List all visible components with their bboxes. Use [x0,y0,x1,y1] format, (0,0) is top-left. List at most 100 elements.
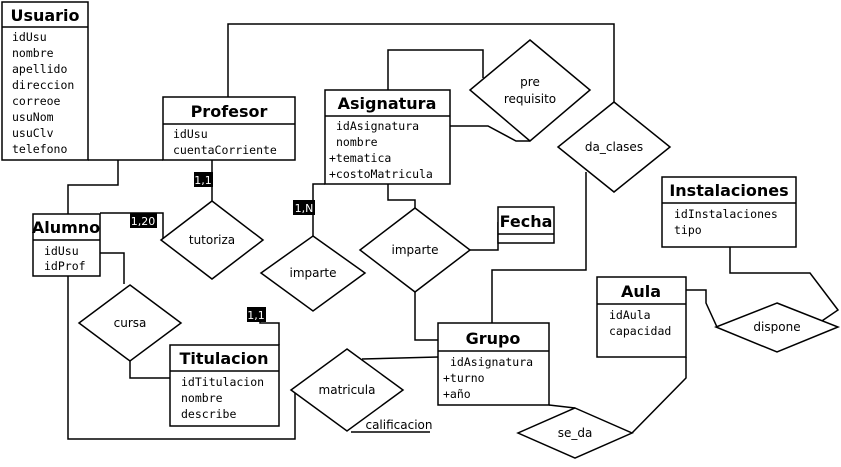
relationship-da-clases[interactable]: da_clases [556,101,672,193]
cardinality-asignatura-imparte: 1,N [293,200,315,215]
grupo-attr: +turno [443,371,485,385]
relationship-dispone[interactable]: dispone [713,302,841,353]
entity-grupo[interactable]: Grupo idAsignatura +turno +año [437,322,550,406]
prerequisito-label-line1: pre [520,75,540,89]
entity-instalaciones[interactable]: Instalaciones idInstalaciones tipo [661,176,797,248]
tutoriza-diamond[interactable] [159,200,265,280]
line-imparte-fecha [470,222,499,251]
usuario-attr: direccion [12,78,74,92]
cardinality-badge [194,172,213,187]
usuario-attr: apellido [12,62,67,76]
titulacion-attr: idTitulacion [181,375,264,389]
entity-usuario[interactable]: Usuario idUsu nombre apellido direccion … [1,1,89,161]
relationship-imparte-left[interactable]: imparte [259,235,367,312]
line-cursa-titulacion [129,360,170,379]
aula-attr: capacidad [609,324,671,338]
profesor-box[interactable] [162,96,296,161]
connector-lines [67,23,840,440]
fecha-box[interactable] [497,206,555,244]
asignatura-attr: +costoMatricula [329,167,433,181]
cardinality-badge [293,200,315,215]
asignatura-attr: nombre [336,135,378,149]
line-asignatura-imparte-left [312,183,325,236]
aula-title: Aula [621,282,661,301]
alumno-attr: idUsu [44,244,79,258]
matricula-label: matricula [319,383,376,397]
da-clases-label: da_clases [585,140,643,154]
imparte-left-diamond[interactable] [259,235,367,312]
alumno-attr: idProf [44,259,86,273]
titulacion-attr: describe [181,407,236,421]
entity-alumno[interactable]: Alumno idUsu idProf [32,213,101,277]
titulacion-title: Titulacion [179,349,268,368]
line-matricula-grupo [361,356,439,360]
dispone-diamond[interactable] [713,302,841,353]
entity-fecha[interactable]: Fecha [497,206,555,244]
line-asignatura-prerequisito-top [387,49,484,90]
grupo-attr: idAsignatura [450,355,533,369]
line-imparte-grupo [414,292,438,341]
cardinality-titulacion-imparte: 1,1 [247,307,266,322]
line-alumno-tutoriza [100,212,164,240]
calificacion-label: calificacion [365,418,432,432]
aula-attr: idAula [609,308,651,322]
usuario-attr: telefono [12,142,67,156]
usuario-box[interactable] [1,1,89,161]
cardinality-badge [130,213,157,228]
usuario-attr: nombre [12,46,54,60]
cursa-diamond[interactable] [77,284,183,362]
usuario-title: Usuario [10,6,79,25]
entity-aula[interactable]: Aula idAula capacidad [596,276,687,358]
prerequisito-diamond[interactable] [468,39,592,142]
matricula-diamond[interactable] [289,348,405,432]
line-alumno-matricula [67,275,296,440]
instalaciones-box[interactable] [661,176,797,248]
asignatura-box[interactable] [324,89,451,185]
usuario-attr: idUsu [12,30,47,44]
relationship-tutoriza[interactable]: tutoriza [159,200,265,280]
dispone-label: dispone [753,320,800,334]
line-asignatura-prerequisito-right [450,125,530,142]
instalaciones-title: Instalaciones [669,181,788,200]
relationship-cursa[interactable]: cursa [77,284,183,362]
line-asignatura-imparte-right [387,184,416,209]
se-da-diamond[interactable] [516,407,634,459]
entity-asignatura[interactable]: Asignatura idAsignatura nombre +tematica… [324,89,451,185]
cardinality-label: 1,1 [194,174,212,187]
asignatura-attr: idAsignatura [336,119,419,133]
relationship-matricula[interactable]: matricula calificacion [289,348,433,432]
grupo-attr: +año [443,387,471,401]
relationship-prerequisito[interactable]: pre requisito [468,39,592,142]
aula-box[interactable] [596,276,687,358]
titulacion-box[interactable] [169,344,280,427]
line-alumno-cursa [100,252,125,284]
grupo-title: Grupo [466,329,521,348]
cardinality-label: 1,1 [247,309,265,322]
cardinality-badge [247,307,266,322]
alumno-title: Alumno [32,218,100,237]
line-profesor-daclases [227,23,615,102]
imparte-right-diamond[interactable] [358,207,472,293]
relationship-imparte-right[interactable]: imparte [358,207,472,293]
entity-profesor[interactable]: Profesor idUsu cuentaCorriente [162,96,296,161]
da-clases-diamond[interactable] [556,101,672,193]
instalaciones-attr: tipo [674,223,702,237]
titulacion-attr: nombre [181,391,223,405]
prerequisito-label-line2: requisito [504,92,556,106]
imparte-left-label: imparte [289,266,336,280]
grupo-box[interactable] [437,322,550,406]
imparte-right-label: imparte [391,243,438,257]
line-seda-aula [631,357,687,434]
asignatura-title: Asignatura [338,94,437,113]
cardinality-label: 1,20 [131,215,156,228]
tutoriza-label: tutoriza [189,233,235,247]
line-instalaciones-dispone [729,247,840,328]
relationship-se-da[interactable]: se_da [516,407,634,459]
alumno-box[interactable] [32,213,101,277]
entity-titulacion[interactable]: Titulacion idTitulacion nombre describe [169,344,280,427]
cardinality-label: 1,N [295,202,314,215]
cardinality-alumno-tutoriza: 1,20 [130,213,157,228]
fecha-title: Fecha [500,212,553,231]
se-da-label: se_da [558,426,593,440]
